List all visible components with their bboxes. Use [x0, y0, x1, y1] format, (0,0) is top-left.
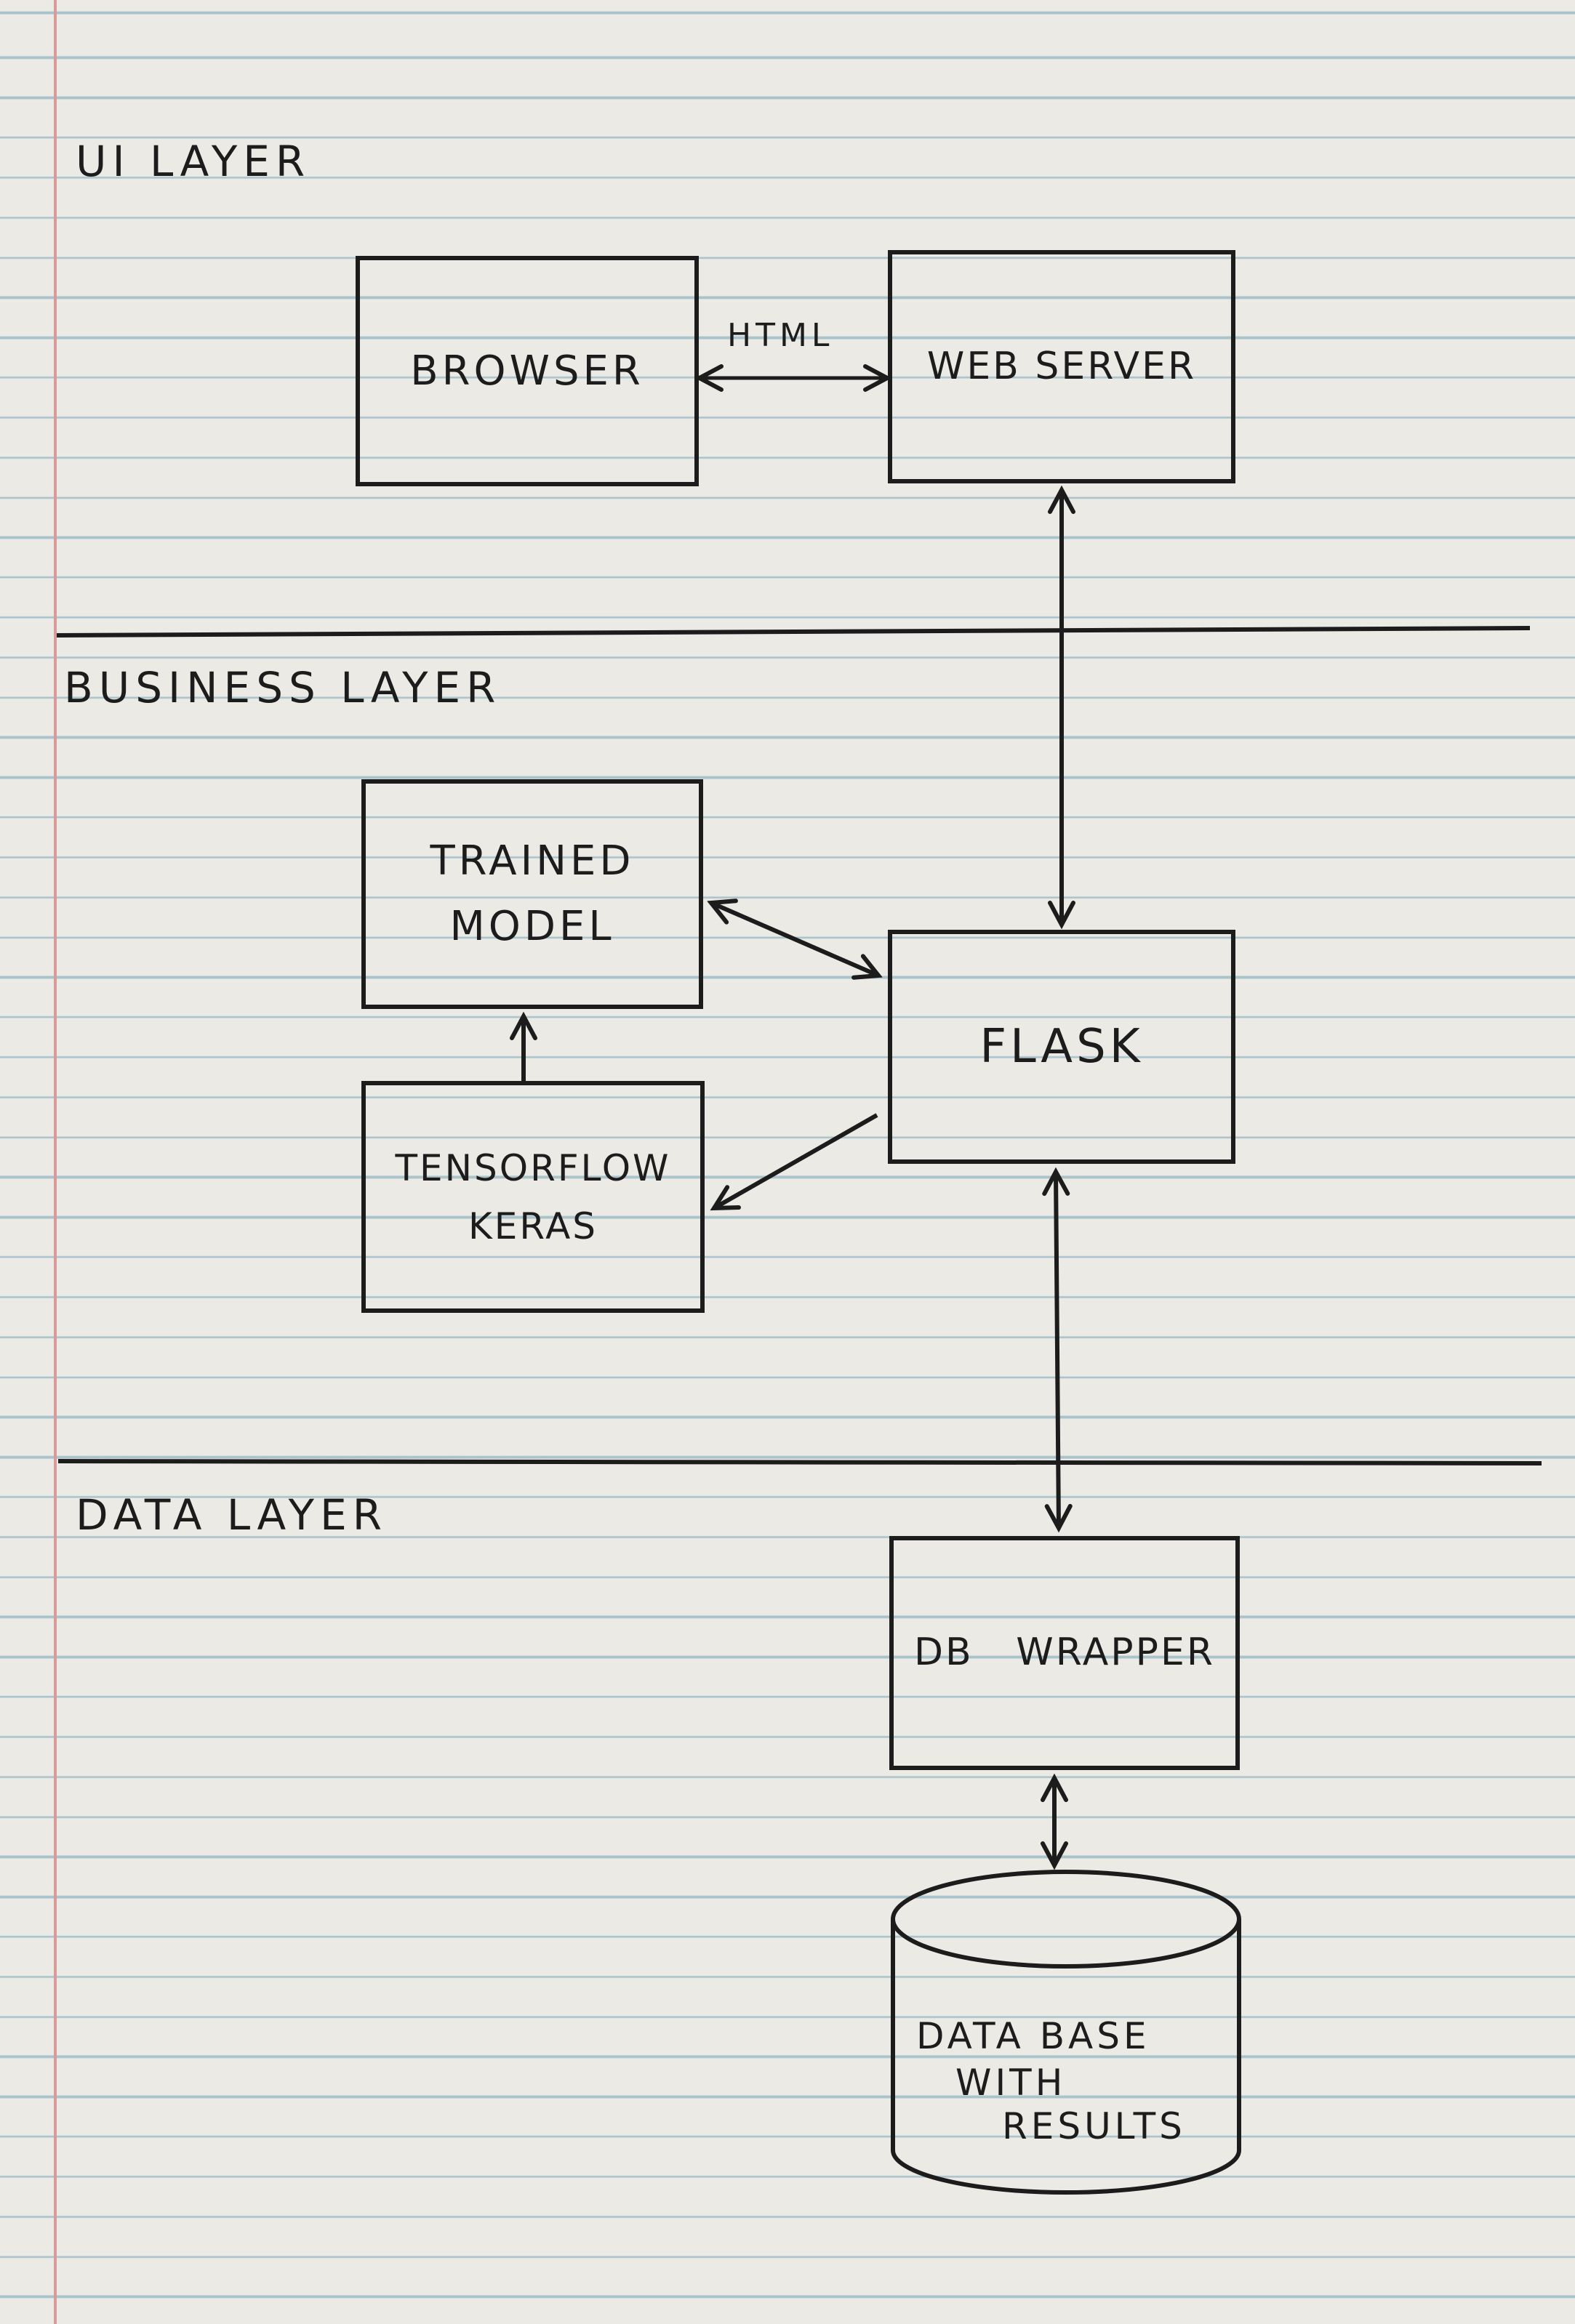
arrow-flask-dbwrapper — [1056, 1172, 1059, 1528]
tensorflow-text-line2: KERAS — [468, 1205, 598, 1247]
layer-divider-business-data — [57, 1459, 1542, 1465]
tensorflow-keras-box — [361, 1081, 705, 1313]
database-text-line1: DATA BASE — [916, 2015, 1150, 2057]
database-cylinder — [891, 1870, 1241, 2195]
flask-label: FLASK — [890, 932, 1233, 1162]
tensorflow-text-line1: TENSORFLOW — [395, 1146, 671, 1189]
trained-model-label: TRAINED MODEL — [364, 781, 701, 1007]
db-wrapper-label: DB WRAPPER — [891, 1538, 1238, 1768]
flask-text: FLASK — [979, 1019, 1144, 1074]
margin-line — [54, 0, 57, 2324]
arrow-model-flask — [711, 903, 878, 976]
browser-label: BROWSER — [358, 258, 697, 484]
trained-model-text-line2: MODEL — [449, 903, 615, 950]
web-server-label: WEB SERVER — [890, 252, 1233, 481]
layer-divider-ui-business — [56, 626, 1531, 638]
database-text-line3: RESULTS — [1002, 2105, 1186, 2147]
browser-text: BROWSER — [410, 347, 644, 395]
tensorflow-keras-label: TENSORFLOW KERAS — [364, 1083, 702, 1311]
db-wrapper-text: DB WRAPPER — [913, 1631, 1215, 1675]
database-text-line2: WITH — [955, 2062, 1067, 2104]
data-layer-title: DATA LAYER — [76, 1490, 388, 1540]
flask-box — [888, 930, 1235, 1164]
html-edge-label: HTML — [727, 317, 834, 354]
db-wrapper-box — [889, 1536, 1240, 1770]
ui-layer-title: UI LAYER — [76, 137, 311, 186]
trained-model-box — [361, 779, 703, 1009]
web-server-text: WEB SERVER — [926, 344, 1197, 388]
arrow-flask-tensorflow — [714, 1113, 878, 1208]
business-layer-title: BUSINESS LAYER — [64, 663, 502, 712]
trained-model-text-line1: TRAINED — [430, 837, 635, 885]
